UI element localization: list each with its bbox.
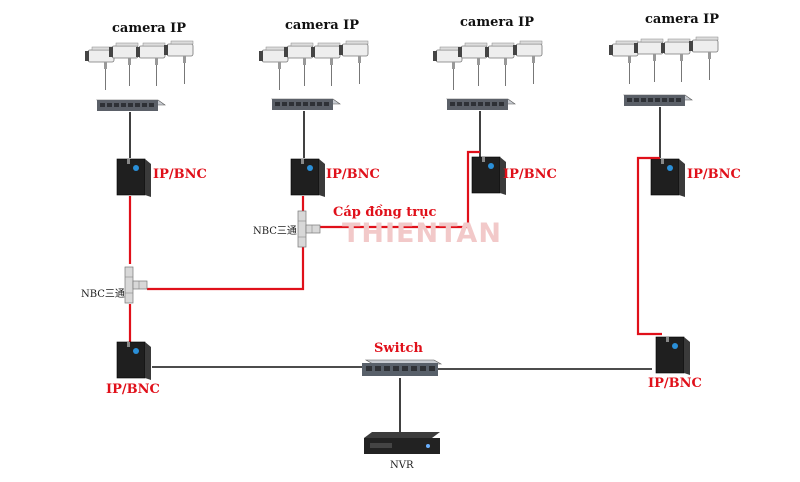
switch-label: Switch [374,341,423,356]
camera-group-4-label: camera IP [645,12,720,27]
camera-group-4 [608,36,719,198]
bottom-right-converter-label: IP/BNC [648,376,702,391]
coax-cable-3 [318,150,480,229]
converter-icon [290,158,326,198]
camera-icon [432,40,543,91]
converter-icon [471,156,507,196]
network-switch-icon [362,359,443,376]
converter-icon [116,158,152,198]
poe-switch-icon [96,99,166,112]
converter-4-label: IP/BNC [687,167,741,182]
nvr-icon [364,432,440,454]
bnc-tee-icon [297,210,321,248]
camera-group-3-label: camera IP [460,15,535,30]
coax-cable-4 [636,156,662,336]
converter-icon [655,336,691,376]
converter-1-label: IP/BNC [153,167,207,182]
poe-switch-icon [623,94,693,107]
bottom-left-converter-label: IP/BNC [106,382,160,397]
watermark: THIENTAN [342,218,502,249]
tee-label-lower: NBC三通 [81,289,125,300]
converter-icon [650,158,686,198]
converter-3-label: IP/BNC [503,167,557,182]
converter-icon [116,341,152,381]
poe-switch-icon [271,98,341,111]
camera-icon [258,40,369,91]
camera-group-1-label: camera IP [112,21,187,36]
camera-group-1 [84,40,194,198]
coax-label: Cáp đồng trục [333,205,437,220]
camera-group-2 [258,40,369,198]
nvr-label: NVR [390,460,414,471]
poe-switch-icon [446,98,516,111]
camera-group-3 [432,40,543,196]
bnc-tee-icon [124,266,148,304]
camera-group-2-label: camera IP [285,18,360,33]
converter-2-label: IP/BNC [326,167,380,182]
coax-cable-2 [147,246,305,291]
camera-icon [84,40,194,91]
tee-label-upper: NBC三通 [253,226,297,237]
camera-icon [608,36,719,85]
coax-cables [128,150,662,342]
